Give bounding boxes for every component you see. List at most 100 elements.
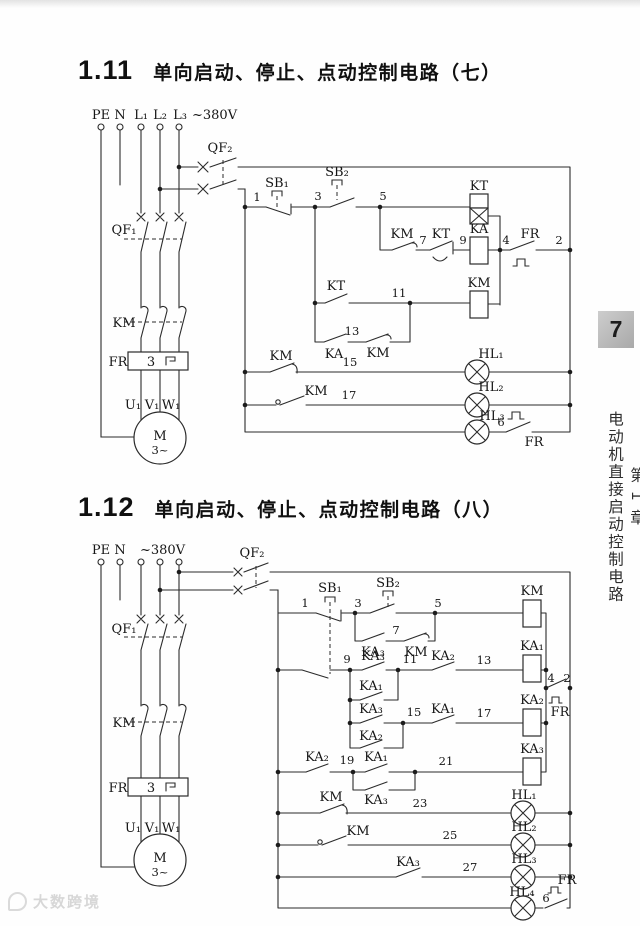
terminal-label-l1: L₁ — [134, 108, 148, 123]
terminal-label-pe: PE — [92, 108, 110, 123]
fr-box-number: 3 — [147, 781, 155, 796]
fr-overload-relay: FR 3 — [109, 777, 189, 797]
sb1-label: SB₁ — [265, 176, 289, 191]
motor-m-label: M — [153, 851, 166, 866]
motor-terminal-u1: U₁ — [125, 398, 141, 413]
ka2-contact-parallel-2: KA₂ — [359, 729, 383, 749]
node-5: 5 — [434, 596, 441, 610]
lamp-hl2: HL₂ — [464, 380, 504, 418]
sb1-stop-button: SB₁ — [301, 581, 342, 679]
junction-dots — [157, 164, 573, 408]
lamp-hl1: HL₁ — [510, 788, 537, 826]
hl3-label: HL₃ — [479, 409, 504, 424]
kt-no-contact: KT — [324, 279, 348, 304]
motor-phase-label: 3~ — [152, 865, 169, 879]
km-no-contact-selfhold: KM — [403, 632, 430, 660]
ka3-contact-parallel-3: KA₃ — [364, 781, 388, 808]
fr-overload-relay: FR 3 — [109, 351, 189, 371]
km-contact-label: KM — [366, 346, 389, 361]
km-contact-label: KM — [390, 227, 413, 242]
motor-m-label: M — [153, 429, 166, 444]
ka3-contact-label: KA₃ — [361, 645, 385, 660]
qf2-breaker: QF₂ — [233, 546, 269, 595]
sb1-stop-button: SB₁ — [265, 176, 292, 216]
ka1-contact-row19: KA₁ — [364, 750, 388, 773]
km-contact-label: KM — [319, 790, 342, 805]
qf1-breaker: QF₁ — [112, 212, 187, 253]
node-2: 2 — [563, 671, 570, 685]
watermark: 大数跨境 — [8, 891, 101, 912]
chapter-sidebar: 第1章 电动机直接启动控制电路 — [603, 357, 640, 657]
node-2: 2 — [555, 233, 562, 247]
node-6: 6 — [542, 891, 549, 905]
section-number: 1.12 — [78, 492, 135, 522]
ka3-contact-label: KA₃ — [364, 793, 388, 808]
node-6: 6 — [497, 415, 504, 429]
section-title-1-12: 1.12 单向启动、停止、点动控制电路（八） — [78, 492, 503, 523]
kt-nc-delay-contact: KT — [429, 227, 454, 262]
node-21: 21 — [439, 754, 454, 768]
lamp-hl3: HL₃ — [464, 409, 505, 445]
motor: U₁ V₁ W₁ M 3~ — [125, 398, 187, 465]
node-11: 11 — [403, 652, 418, 666]
power-terminals: PE N ~380V — [92, 543, 186, 566]
kt-contact-label: KT — [327, 279, 346, 294]
km-no-contact-lamp2: KM — [317, 824, 370, 846]
node-3: 3 — [354, 596, 361, 610]
qf1-label: QF₁ — [112, 223, 137, 238]
node-27: 27 — [463, 860, 478, 874]
fr-label: FR — [551, 705, 571, 720]
sb2-start-button: SB₂ — [369, 576, 400, 614]
node-11: 11 — [392, 286, 407, 300]
ka3-nc-contact-row9: KA₃ — [361, 649, 385, 671]
terminal-label-l2: L₂ — [153, 108, 167, 123]
motor-terminal-v1: V₁ — [144, 398, 160, 413]
fr-nc-contact-main: FR — [545, 678, 571, 720]
km-main-contacts: KM — [112, 305, 187, 339]
km-contact-label: KM — [304, 384, 327, 399]
km-no-aux-contact: KM — [390, 227, 418, 251]
km-coil-label: KM — [520, 584, 543, 599]
sb1-label: SB₁ — [318, 581, 342, 596]
km-contactor-coil: KM — [520, 584, 544, 628]
node-number-labels: 1 3 5 7 9 4 2 11 13 15 17 6 — [253, 189, 562, 429]
page-number-tab: 7 — [598, 311, 634, 348]
ka1-contact-row15: KA₁ — [431, 702, 455, 724]
node-number-labels: 1 3 5 7 9 11 13 15 17 19 21 4 2 23 25 27… — [301, 596, 570, 905]
junction-dots — [157, 569, 573, 880]
ka1-contact-parallel-1: KA₁ — [359, 679, 383, 701]
ka3-no-contact-jog: KA₃ — [361, 632, 385, 660]
km-contact-label: KM — [404, 645, 427, 660]
fr-nc-contact-lamp: FR — [505, 411, 545, 450]
motor-terminal-v1: V₁ — [144, 821, 160, 836]
ka2-contact-label: KA₂ — [359, 729, 383, 744]
fr-box-number: 3 — [147, 355, 155, 370]
sb2-start-button: SB₂ — [325, 165, 355, 208]
ka3-contact-row15: KA₃ — [359, 702, 383, 724]
node-15: 15 — [407, 705, 422, 719]
terminal-label-l3: L₃ — [173, 108, 187, 123]
ka1-relay-coil: KA₁ — [520, 639, 544, 683]
node-1: 1 — [253, 190, 260, 204]
node-13: 13 — [345, 324, 360, 338]
km-main-label: KM — [112, 716, 135, 731]
fr-label: FR — [521, 227, 541, 242]
ka1-contact-label: KA₁ — [359, 679, 383, 694]
node-3: 3 — [314, 189, 321, 203]
hl1-label: HL₁ — [511, 788, 536, 803]
sb2-label: SB₂ — [376, 576, 400, 591]
sb2-label: SB₂ — [325, 165, 349, 180]
node-9: 9 — [343, 652, 350, 666]
kt-coil-label: KT — [470, 179, 489, 194]
km-contact-label: KM — [269, 349, 292, 364]
voltage-label: ~380V — [192, 108, 238, 123]
voltage-label: ~380V — [140, 543, 186, 558]
ka1-coil-label: KA₁ — [520, 639, 544, 654]
watermark-text: 大数跨境 — [33, 894, 102, 911]
ka-contact-label: KA — [325, 347, 344, 362]
ka2-contact-label: KA₂ — [431, 649, 455, 664]
terminal-label-pe: PE — [92, 543, 110, 558]
fr-label: FR — [558, 873, 578, 888]
chapter-number: 第1章 — [628, 466, 640, 534]
